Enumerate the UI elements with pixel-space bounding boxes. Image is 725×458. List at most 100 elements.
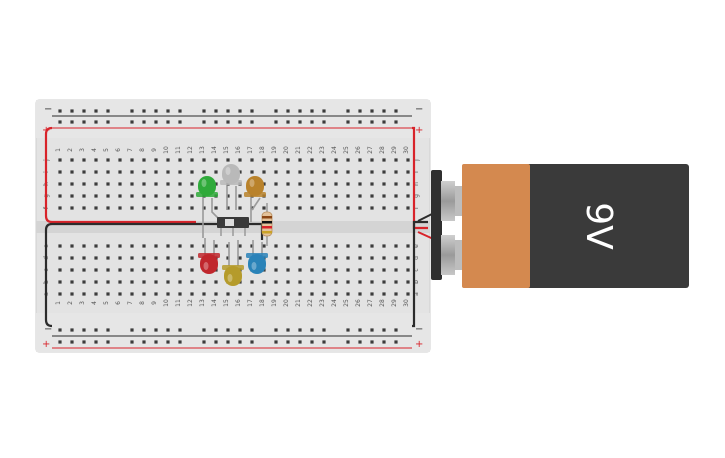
negative-wire[interactable] xyxy=(44,222,264,328)
column-label: 4 xyxy=(91,148,98,152)
battery-terminal-negative[interactable] xyxy=(441,181,455,221)
column-label: 2 xyxy=(67,301,74,305)
column-label: 12 xyxy=(187,299,194,307)
column-label: 1 xyxy=(55,301,62,305)
row-letter-label: j xyxy=(413,159,420,162)
slide-switch[interactable] xyxy=(217,217,249,236)
column-label: 23 xyxy=(319,146,326,154)
battery[interactable]: 9V xyxy=(431,164,689,288)
row-letter-label: d xyxy=(413,256,420,260)
column-label: 27 xyxy=(367,146,374,154)
led-red[interactable] xyxy=(198,253,220,274)
column-label: 19 xyxy=(271,146,278,154)
column-label: 9 xyxy=(151,148,158,152)
led-orange[interactable] xyxy=(244,176,266,197)
column-label: 29 xyxy=(391,299,398,307)
rail-minus-label-br: − xyxy=(415,324,423,335)
column-label: 15 xyxy=(223,299,230,307)
column-label: 24 xyxy=(331,299,338,307)
column-label: 27 xyxy=(367,299,374,307)
column-label: 26 xyxy=(355,299,362,307)
row-letter-label: a xyxy=(413,292,420,296)
column-label: 21 xyxy=(295,299,302,307)
column-label: 7 xyxy=(127,301,134,305)
rail-minus-label-tl: − xyxy=(44,104,52,115)
row-letter-label: b xyxy=(413,280,420,284)
column-label: 18 xyxy=(259,146,266,154)
positive-wire[interactable] xyxy=(44,126,196,224)
column-label: 29 xyxy=(391,146,398,154)
column-label: 20 xyxy=(283,299,290,307)
column-label: 6 xyxy=(115,148,122,152)
column-label: 26 xyxy=(355,146,362,154)
battery-terminal-positive[interactable] xyxy=(441,235,455,275)
column-label: 8 xyxy=(139,301,146,305)
column-label: 11 xyxy=(175,146,182,154)
column-label: 3 xyxy=(79,301,86,305)
column-label: 28 xyxy=(379,146,386,154)
battery-connector xyxy=(431,170,442,280)
column-label: 28 xyxy=(379,299,386,307)
column-label: 16 xyxy=(235,146,242,154)
column-label: 16 xyxy=(235,299,242,307)
column-label: 30 xyxy=(403,299,410,307)
column-label: 23 xyxy=(319,299,326,307)
row-letter-label: c xyxy=(413,268,420,271)
column-labels: 1122334455667788991010111112121313141415… xyxy=(55,146,410,307)
led-green[interactable] xyxy=(196,176,218,197)
column-label: 25 xyxy=(343,146,350,154)
column-label: 21 xyxy=(295,146,302,154)
column-label: 22 xyxy=(307,299,314,307)
column-label: 2 xyxy=(67,148,74,152)
column-label: 9 xyxy=(151,301,158,305)
negative-rail-wire[interactable] xyxy=(412,220,428,328)
column-label: 19 xyxy=(271,299,278,307)
column-label: 14 xyxy=(211,146,218,154)
column-label: 10 xyxy=(163,299,170,307)
column-label: 17 xyxy=(247,146,254,154)
rail-plus-label-bl: + xyxy=(42,339,50,350)
battery-band xyxy=(462,164,530,288)
led-blue[interactable] xyxy=(246,253,268,274)
column-label: 8 xyxy=(139,148,146,152)
row-letter-label: i xyxy=(413,171,420,173)
row-letter-label: f xyxy=(413,206,420,209)
column-label: 5 xyxy=(103,301,110,305)
column-label: 13 xyxy=(199,299,206,307)
column-label: 22 xyxy=(307,146,314,154)
row-letter-label: e xyxy=(413,244,420,248)
column-label: 3 xyxy=(79,148,86,152)
column-label: 12 xyxy=(187,146,194,154)
column-label: 1 xyxy=(55,148,62,152)
rail-plus-label-br: + xyxy=(415,339,423,350)
column-label: 30 xyxy=(403,146,410,154)
column-label: 17 xyxy=(247,299,254,307)
column-label: 25 xyxy=(343,299,350,307)
column-label: 15 xyxy=(223,146,230,154)
positive-rail-wire[interactable] xyxy=(412,126,428,230)
column-label: 4 xyxy=(91,301,98,305)
led-legs xyxy=(202,186,263,266)
row-letter-label: h xyxy=(413,182,420,186)
column-label: 20 xyxy=(283,146,290,154)
slide-switch-knob[interactable] xyxy=(225,219,234,226)
row-letter-label: g xyxy=(413,194,420,198)
column-label: 13 xyxy=(199,146,206,154)
led-group[interactable] xyxy=(196,164,268,286)
column-label: 24 xyxy=(331,146,338,154)
column-label: 10 xyxy=(163,146,170,154)
column-label: 14 xyxy=(211,299,218,307)
led-white[interactable] xyxy=(220,164,242,185)
column-label: 7 xyxy=(127,148,134,152)
battery-label: 9V xyxy=(578,202,619,250)
column-label: 6 xyxy=(115,301,122,305)
column-label: 18 xyxy=(259,299,266,307)
rail-plus-label-tr: + xyxy=(415,125,423,136)
column-label: 11 xyxy=(175,299,182,307)
breadboard-holes xyxy=(58,109,410,344)
rail-minus-label-tr: − xyxy=(415,104,423,115)
column-label: 5 xyxy=(103,148,110,152)
resistor[interactable] xyxy=(261,203,273,246)
led-yellow[interactable] xyxy=(222,265,244,286)
